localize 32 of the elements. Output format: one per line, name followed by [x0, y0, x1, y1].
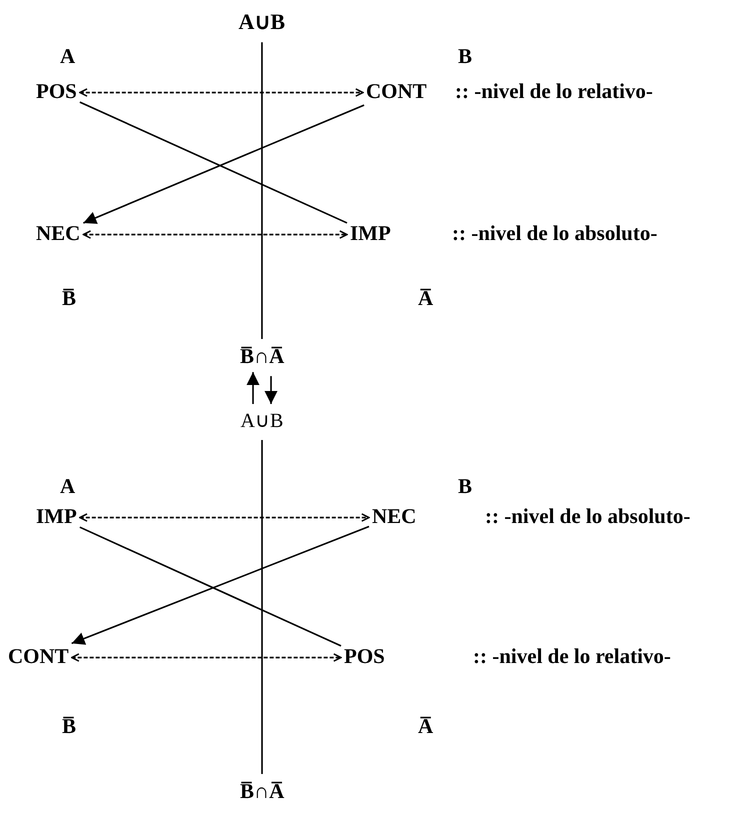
- set-letter: B̅: [62, 287, 76, 310]
- modality-label: IMP: [36, 505, 77, 528]
- connector-line: [261, 440, 263, 774]
- modality-label: NEC: [372, 505, 416, 528]
- set-expression: A∪B: [240, 410, 284, 432]
- set-expression: B̅∩A̅: [240, 345, 284, 368]
- modality-label: CONT: [366, 80, 427, 104]
- dashed-double-arrow: [79, 513, 370, 522]
- set-letter: B̅: [62, 715, 76, 738]
- level-note: :: -nivel de lo absoluto-: [485, 505, 690, 528]
- dashed-double-arrow: [70, 653, 342, 662]
- set-letter: B: [458, 45, 472, 68]
- set-letter: A̅: [418, 287, 434, 310]
- level-note: :: -nivel de lo relativo-: [455, 80, 653, 104]
- set-letter: B: [458, 475, 472, 498]
- modality-label: NEC: [36, 222, 80, 246]
- set-expression: A∪B: [238, 10, 286, 34]
- dashed-double-arrow: [82, 230, 348, 239]
- arrow: [246, 372, 260, 404]
- connector-line: [261, 42, 263, 339]
- set-letter: A: [60, 475, 76, 498]
- set-letter: A̅: [418, 715, 434, 738]
- arrow: [264, 376, 278, 404]
- modality-label: POS: [344, 645, 385, 668]
- modality-label: CONT: [8, 645, 69, 668]
- set-letter: A: [60, 45, 76, 68]
- dashed-double-arrow: [79, 88, 364, 97]
- level-note: :: -nivel de lo relativo-: [473, 645, 671, 668]
- modality-label: IMP: [350, 222, 391, 246]
- modality-label: POS: [36, 80, 77, 104]
- level-note: :: -nivel de lo absoluto-: [452, 222, 658, 246]
- set-expression: B̅∩A̅: [240, 780, 284, 804]
